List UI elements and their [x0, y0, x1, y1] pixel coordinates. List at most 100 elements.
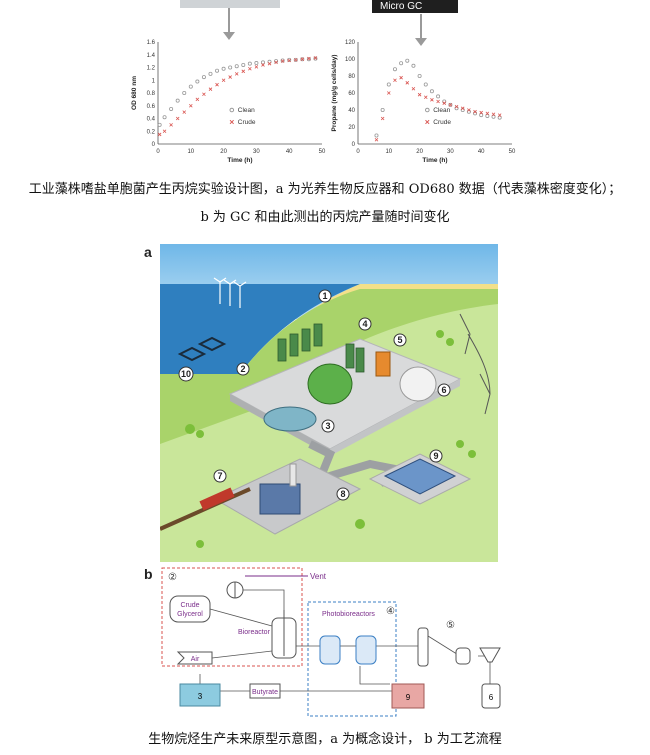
data-point-crude	[411, 86, 416, 91]
air-box	[176, 651, 213, 665]
data-point-clean	[254, 61, 259, 66]
box-6	[481, 683, 501, 709]
y-tick-label: 0	[352, 142, 356, 148]
data-point-clean	[215, 68, 220, 73]
svg-text:2: 2	[240, 364, 245, 374]
y-tick-label: 0.4	[147, 117, 156, 123]
orange-tanks	[375, 351, 391, 377]
data-point-crude	[448, 103, 453, 107]
data-point-clean	[380, 108, 385, 113]
concept-illustration: 1 2 3 4 5 6 7 8 9 10	[160, 244, 498, 562]
data-point-clean	[175, 98, 180, 103]
process-flow-diagram: ② ④ ⑤ Vent Crude Glycerol Air Bioreactor…	[161, 567, 501, 717]
x-axis-label: Time (h)	[422, 157, 447, 164]
x-tick-label: 50	[509, 149, 516, 155]
funnel	[479, 647, 501, 663]
marker-2: 2	[236, 362, 250, 376]
data-point-clean	[436, 94, 441, 99]
data-point-crude	[261, 63, 265, 67]
y-tick-label: 60	[348, 91, 355, 97]
data-point-clean	[182, 91, 187, 96]
factory-chimney	[289, 463, 297, 487]
box-6-label: 6	[489, 693, 494, 702]
legend-label: Crude	[433, 119, 451, 126]
x-tick-label: 20	[416, 149, 423, 155]
legend-marker	[229, 119, 234, 125]
photobioreactor-2	[355, 635, 377, 665]
marker-9: 9	[429, 449, 443, 463]
data-point-crude	[280, 59, 285, 63]
data-point-crude	[313, 56, 318, 60]
step-4-label: ④	[386, 606, 395, 617]
data-point-crude	[374, 137, 379, 142]
trees	[185, 330, 476, 548]
data-point-clean	[293, 57, 298, 62]
svg-text:6: 6	[441, 385, 446, 395]
marker-3: 3	[321, 419, 335, 433]
top-apparatus-arrow-right	[420, 14, 422, 40]
svg-text:3: 3	[325, 421, 330, 431]
y-axis-label: Propane (mg/g cells/day)	[331, 55, 338, 132]
data-point-clean	[392, 67, 397, 72]
power-line	[459, 313, 491, 415]
data-point-crude	[157, 132, 162, 137]
data-point-crude	[228, 75, 232, 79]
data-point-crude	[423, 95, 428, 100]
greenhouse	[383, 458, 457, 495]
data-point-crude	[274, 60, 278, 65]
data-point-crude	[254, 65, 259, 69]
data-point-crude	[162, 129, 167, 134]
data-point-crude	[405, 81, 410, 85]
photobioreactor-panels	[277, 323, 365, 373]
photobioreactor-1	[319, 635, 341, 665]
data-point-clean	[188, 84, 193, 89]
x-tick-label: 50	[319, 149, 326, 155]
data-point-crude	[491, 112, 496, 117]
y-tick-label: 1.4	[147, 53, 156, 59]
x-tick-label: 30	[253, 149, 260, 155]
box-3-label: 3	[198, 692, 203, 701]
data-point-crude	[380, 116, 385, 121]
algae-pond	[263, 406, 317, 432]
data-point-clean	[208, 71, 213, 76]
data-point-crude	[169, 123, 173, 127]
gas-storage-dome	[399, 366, 437, 402]
y-tick-label: 80	[348, 74, 355, 80]
data-point-crude	[436, 99, 440, 104]
legend-label: Clean	[238, 107, 255, 114]
data-point-clean	[287, 57, 292, 62]
x-tick-label: 40	[286, 149, 293, 155]
marker-10: 10	[178, 366, 194, 382]
y-axis-label: OD 680 nm	[131, 76, 138, 110]
data-point-clean	[162, 115, 167, 120]
data-point-clean	[423, 82, 428, 87]
data-point-clean	[491, 114, 496, 119]
group-4-box	[307, 601, 397, 717]
data-point-clean	[386, 82, 391, 87]
data-point-clean	[448, 102, 453, 107]
data-point-crude	[208, 87, 213, 91]
data-point-crude	[248, 66, 252, 71]
top-apparatus-arrow-right-head	[415, 38, 427, 46]
factory-building	[259, 483, 301, 515]
legend-label: Clean	[433, 107, 450, 114]
air-label: Air	[191, 656, 200, 663]
panel-b-letter: b	[144, 566, 153, 582]
data-point-clean	[411, 63, 416, 68]
data-point-crude	[473, 109, 477, 114]
data-point-crude	[467, 108, 471, 112]
data-point-crude	[267, 61, 272, 66]
y-tick-label: 1	[152, 78, 156, 84]
svg-text:9: 9	[433, 451, 438, 461]
marker-1: 1	[318, 289, 332, 303]
y-tick-label: 0.8	[147, 91, 156, 97]
x-tick-label: 0	[356, 149, 360, 155]
marker-8: 8	[336, 487, 350, 501]
train	[199, 487, 235, 511]
data-point-crude	[241, 69, 246, 74]
data-point-clean	[221, 66, 226, 71]
data-point-crude	[485, 111, 490, 116]
data-point-clean	[374, 133, 379, 138]
data-point-crude	[307, 56, 311, 61]
x-tick-label: 10	[385, 149, 392, 155]
